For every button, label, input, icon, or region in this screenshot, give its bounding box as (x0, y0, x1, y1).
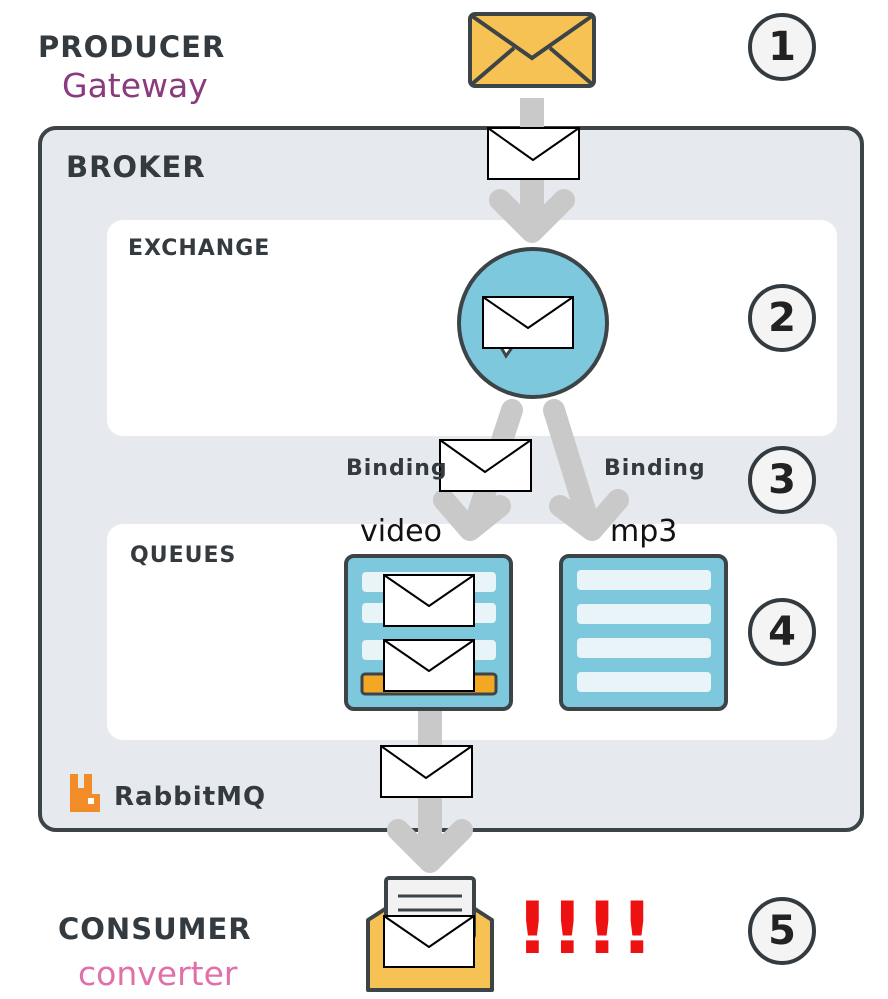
exchange-label: EXCHANGE (128, 236, 271, 261)
step-number-4: 4 (748, 598, 816, 666)
alarm-exclamations: !!!! (516, 886, 656, 970)
queue-mp3-icon (559, 554, 728, 711)
broker-label: BROKER (66, 150, 206, 184)
message-envelope-icon (383, 915, 475, 968)
step-number-3: 3 (748, 446, 816, 514)
binding-label-left: Binding (346, 456, 448, 481)
message-envelope-icon (383, 574, 475, 627)
producer-envelope-icon (468, 12, 596, 88)
message-envelope-icon (487, 127, 580, 180)
rabbitmq-logo-icon (70, 774, 100, 812)
message-envelope-icon (383, 639, 475, 692)
queue-name-mp3: mp3 (610, 514, 678, 549)
step-number-1: 1 (748, 13, 816, 81)
step-number-2: 2 (748, 284, 816, 352)
consumer-sublabel: converter (78, 954, 238, 993)
producer-sublabel: Gateway (62, 66, 208, 105)
producer-label: PRODUCER (38, 30, 226, 64)
consumer-label: CONSUMER (58, 912, 252, 946)
message-envelope-icon (482, 296, 574, 349)
message-envelope-icon (439, 439, 532, 492)
queue-name-video: video (360, 514, 442, 549)
arrow-exchange-to-mp3 (543, 399, 629, 541)
queues-label: QUEUES (130, 543, 237, 568)
message-envelope-icon (380, 745, 473, 798)
step-number-5: 5 (748, 897, 816, 965)
rabbitmq-brand: RabbitMQ (114, 782, 267, 812)
binding-label-right: Binding (604, 456, 706, 481)
